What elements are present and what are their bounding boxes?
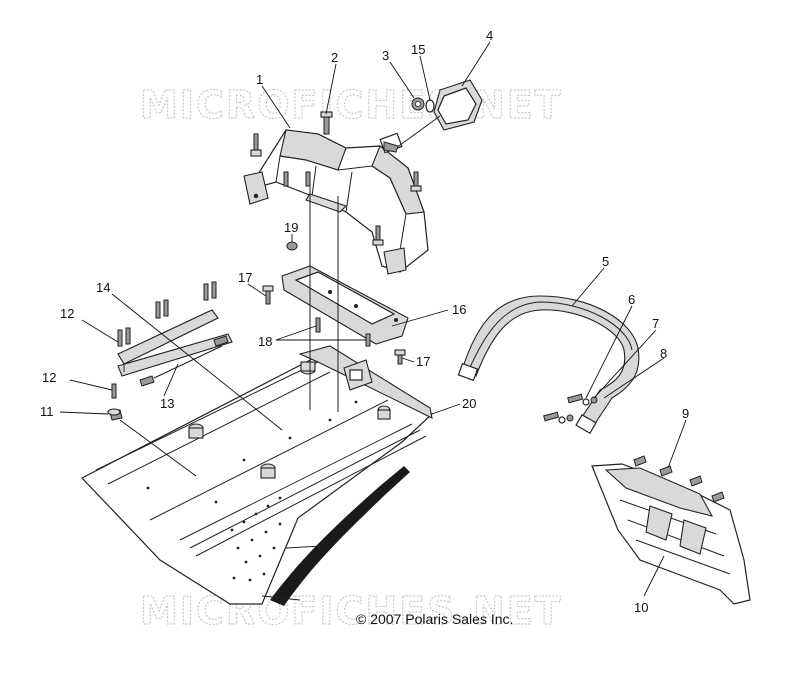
callout-18: 18 — [258, 334, 272, 349]
callout-3: 3 — [382, 48, 389, 63]
part-13-rod — [139, 335, 229, 387]
parts-6-7-8-fasteners — [543, 393, 598, 424]
watermark-bottom: MICROFICHES.NET — [140, 589, 563, 633]
callout-20: 20 — [462, 396, 476, 411]
callout-17-lower: 17 — [416, 354, 430, 369]
part-18-pins — [315, 317, 371, 347]
part-15-washer — [425, 99, 435, 113]
part-9-rivets — [633, 455, 725, 503]
callout-19: 19 — [284, 220, 298, 235]
part-1-rear-cover — [243, 129, 429, 275]
callout-7: 7 — [652, 316, 659, 331]
callout-10: 10 — [634, 600, 648, 615]
part-19-nut — [286, 241, 298, 251]
callout-12-upper: 12 — [60, 306, 74, 321]
part-4-taillight — [383, 79, 483, 153]
callout-9: 9 — [682, 406, 689, 421]
callout-15: 15 — [411, 42, 425, 57]
part-14-rail — [117, 309, 233, 377]
part-10-snow-flap — [591, 463, 751, 605]
tunnel-chassis — [81, 345, 434, 606]
part-3-nut — [411, 97, 425, 111]
callout-4: 4 — [486, 28, 493, 43]
callout-1: 1 — [256, 72, 263, 87]
callout-13: 13 — [160, 396, 174, 411]
callout-12-lower: 12 — [42, 370, 56, 385]
part-5-grab-handle — [457, 295, 640, 435]
callout-labels: 1 2 3 15 4 19 17 14 12 16 18 17 12 13 11… — [40, 28, 689, 615]
callout-16: 16 — [452, 302, 466, 317]
watermark-top: MICROFICHES.NET — [140, 83, 563, 127]
callout-14: 14 — [96, 280, 110, 295]
bolts-part-1 — [250, 111, 422, 246]
copyright-notice: © 2007 Polaris Sales Inc. — [356, 611, 513, 627]
part-11-plug — [107, 408, 123, 421]
part-16-bracket — [281, 265, 409, 345]
part-17-bolts — [262, 285, 406, 365]
leader-lines — [59, 41, 687, 597]
callout-2: 2 — [331, 50, 338, 65]
callout-8: 8 — [660, 346, 667, 361]
callout-5: 5 — [602, 254, 609, 269]
part-12-bolts — [111, 281, 217, 399]
callout-17-upper: 17 — [238, 270, 252, 285]
callout-6: 6 — [628, 292, 635, 307]
callout-11: 11 — [40, 404, 54, 419]
